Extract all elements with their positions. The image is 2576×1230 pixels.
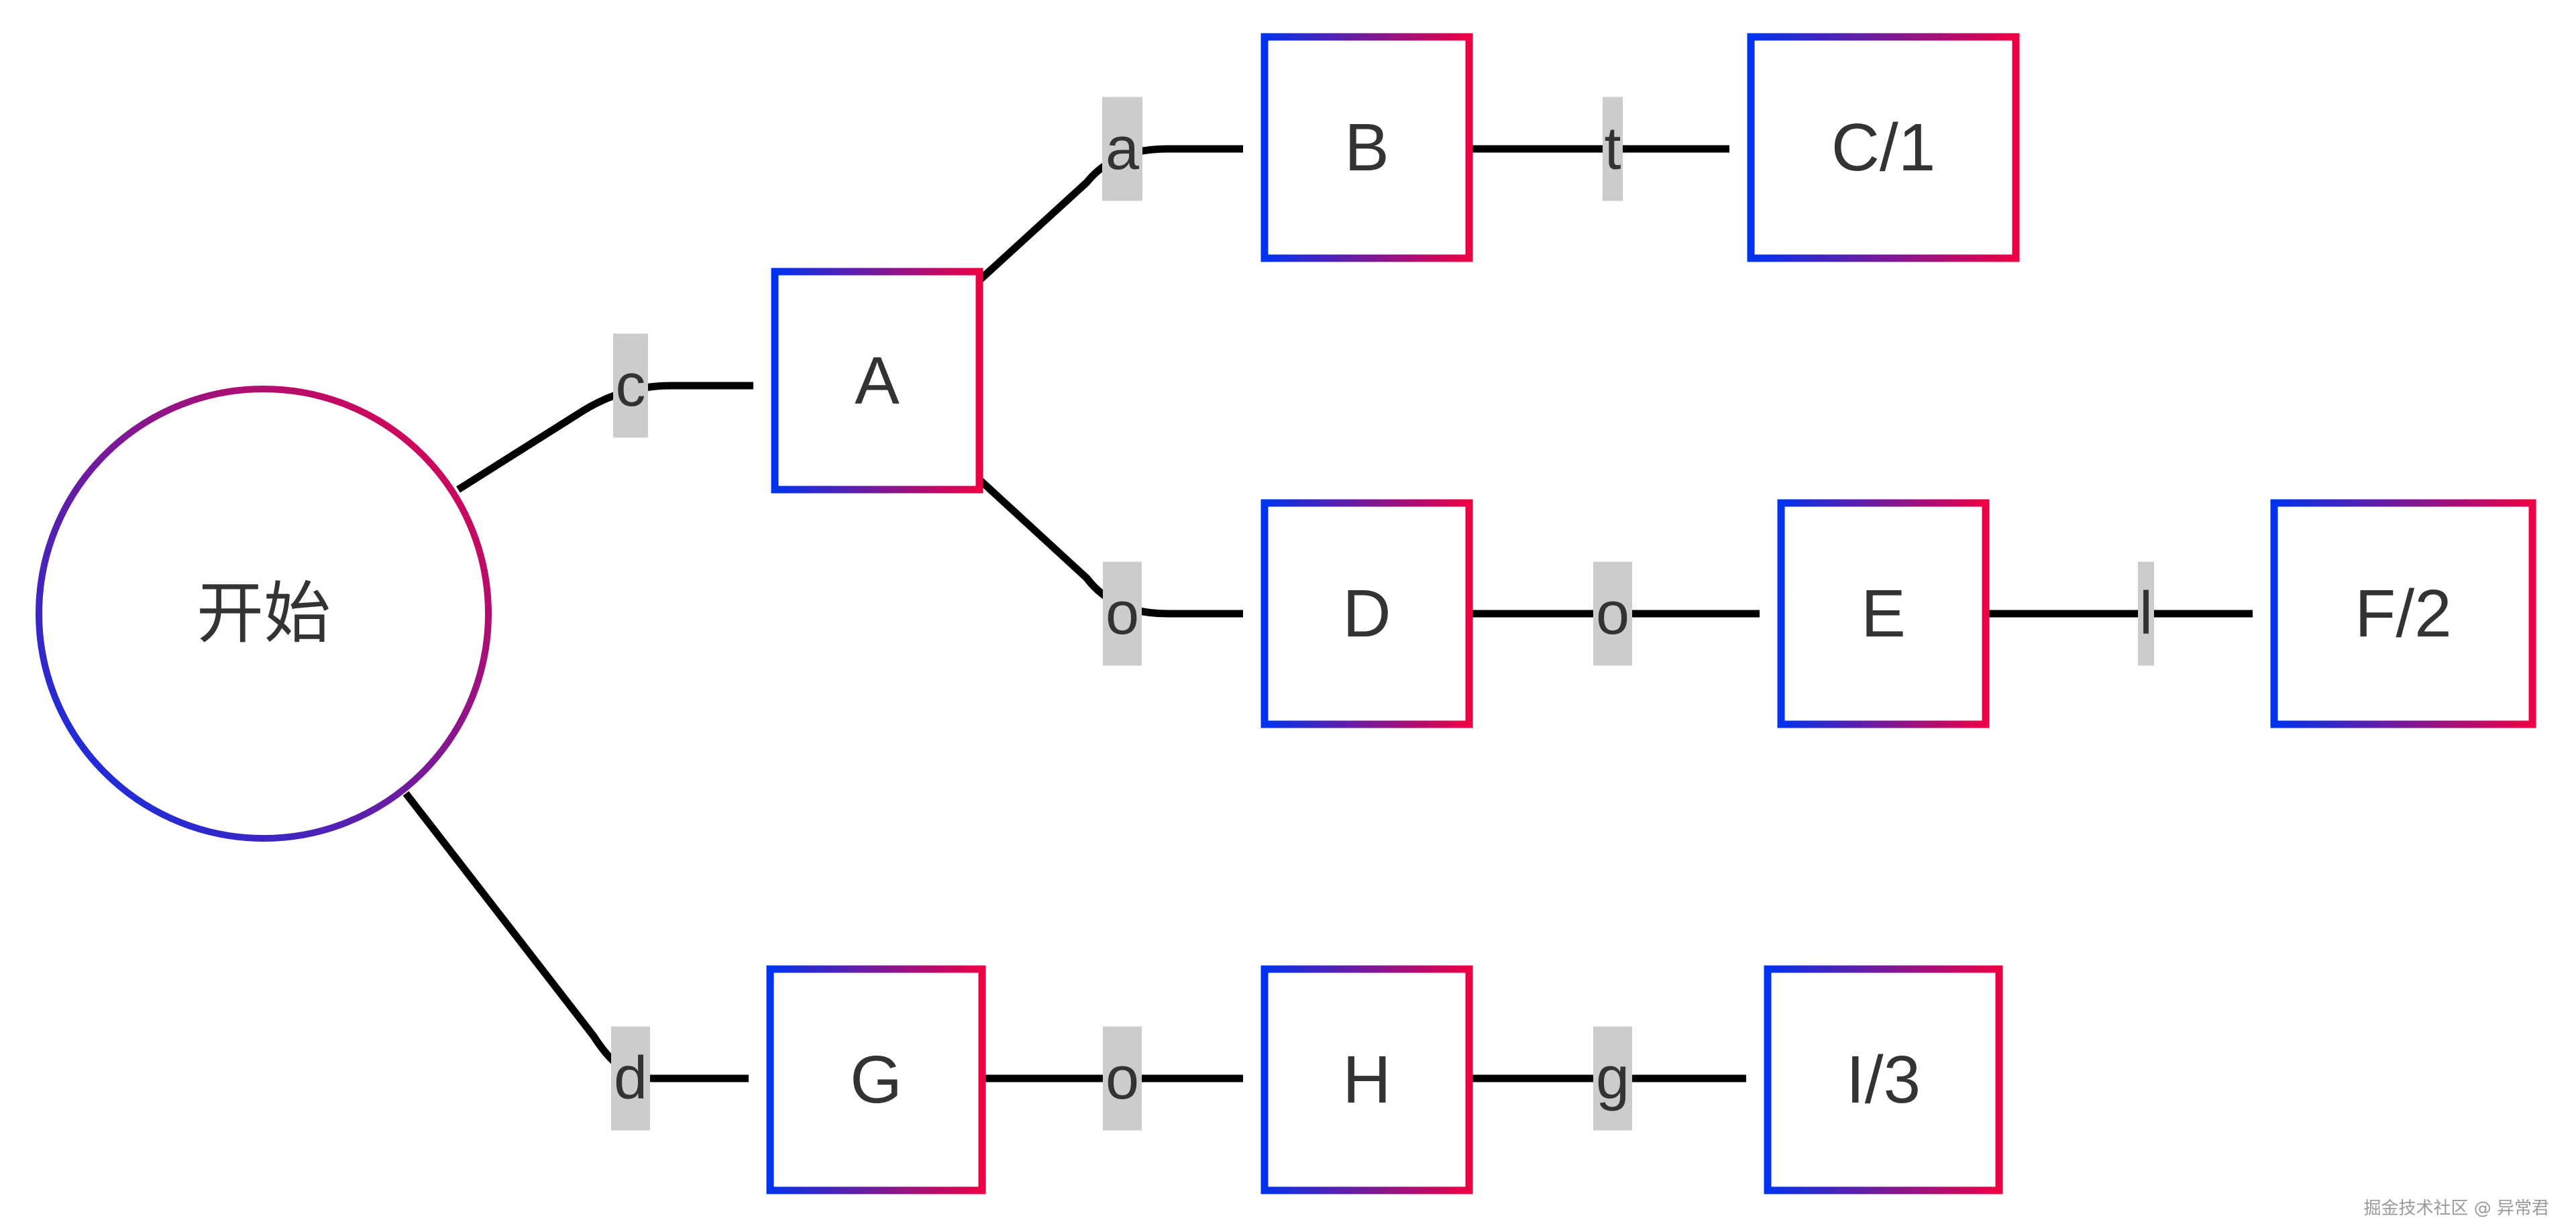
node-label: C/1 bbox=[1831, 110, 1936, 185]
edge-label-l: l bbox=[2139, 580, 2153, 647]
edge-label-background bbox=[1102, 97, 1142, 201]
edge-start-to-g bbox=[402, 791, 749, 1082]
node-a: A bbox=[771, 268, 983, 494]
start-node-circle bbox=[36, 386, 492, 842]
node-label: D bbox=[1342, 576, 1391, 651]
node-label: B bbox=[1344, 110, 1389, 185]
node-d: D bbox=[1260, 499, 1473, 728]
node-e: E bbox=[1777, 499, 1990, 728]
edge-label-background bbox=[1593, 1026, 1632, 1131]
node-label: A bbox=[855, 343, 900, 418]
edge-label-o: o bbox=[1596, 580, 1629, 647]
edge-label-o: o bbox=[1106, 1045, 1139, 1112]
node-box bbox=[1747, 33, 2020, 262]
edge-label-background bbox=[1103, 1026, 1142, 1131]
node-box bbox=[1260, 965, 1473, 1194]
edge-labels-layer: c a t o o l d o g bbox=[611, 97, 2154, 1131]
edge-label-t: t bbox=[1604, 115, 1621, 182]
node-box bbox=[771, 268, 983, 494]
edge-label-g: g bbox=[1596, 1045, 1629, 1112]
node-c: C/1 bbox=[1747, 33, 2020, 262]
node-g: G bbox=[766, 965, 986, 1194]
node-box bbox=[1260, 33, 1473, 262]
edge-label-background bbox=[1603, 97, 1623, 201]
node-box bbox=[1764, 965, 2003, 1194]
node-i: I/3 bbox=[1764, 965, 2003, 1194]
node-start: 开始 bbox=[36, 386, 492, 842]
node-box bbox=[1777, 499, 1990, 728]
node-box bbox=[766, 965, 986, 1194]
node-b: B bbox=[1260, 33, 1473, 262]
edge-label-background bbox=[2138, 561, 2154, 666]
edge-label-o: o bbox=[1106, 580, 1139, 647]
node-f: F/2 bbox=[2270, 499, 2536, 728]
edge-label-background bbox=[1593, 561, 1632, 666]
edge-label-a: a bbox=[1106, 115, 1140, 182]
node-box bbox=[1260, 499, 1473, 728]
node-label: F/2 bbox=[2355, 576, 2451, 651]
edge-start-to-a bbox=[456, 382, 753, 493]
node-label: I/3 bbox=[1846, 1042, 1921, 1117]
edge-label-d: d bbox=[614, 1045, 647, 1112]
node-box bbox=[2270, 499, 2536, 728]
edge-label-background bbox=[1103, 561, 1142, 666]
node-label: G bbox=[850, 1042, 902, 1117]
node-label: E bbox=[1861, 576, 1906, 651]
node-label: 开始 bbox=[197, 576, 331, 651]
nodes-layer: 开始 A B C/1D E F/2G H I/3 bbox=[36, 33, 2536, 1194]
edge-label-c: c bbox=[616, 352, 646, 419]
node-label: H bbox=[1342, 1042, 1391, 1117]
watermark: 掘金技术社区 @ 异常君 bbox=[2363, 1198, 2549, 1219]
edge-label-background bbox=[611, 1026, 650, 1131]
node-h: H bbox=[1260, 965, 1473, 1194]
edge-label-background bbox=[613, 333, 648, 438]
